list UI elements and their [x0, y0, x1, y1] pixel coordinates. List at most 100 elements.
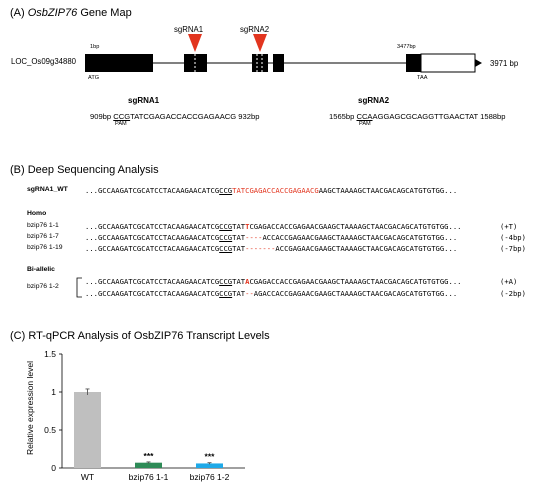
seq-pre: ...GCCAAGATCGCATCCTACAAGAACATCG	[85, 244, 220, 253]
start-codon-label: ATG	[88, 75, 100, 81]
seq-post: ACCGAGAACGAAGCTAAAAGCTAACGACAGCATGTGTGG.…	[275, 244, 458, 253]
panel-c-title: (C) RT-qPCR Analysis of OsbZIP76 Transcr…	[10, 330, 270, 342]
homo-group-label: Homo	[27, 210, 47, 217]
effect-row-3: (-7bp)	[500, 244, 526, 253]
x-tick-label: bzip76 1-1	[129, 472, 169, 482]
sgrna2-arrow	[253, 34, 267, 52]
seq-mutation: T	[245, 222, 250, 231]
sgrna1-seq: TATCGAGACCACCGAGAACG	[130, 112, 237, 121]
panel-b-title-text: Deep Sequencing Analysis	[27, 164, 159, 176]
sgrna1-arrow	[188, 34, 202, 52]
effect-row-5: (-2bp)	[500, 289, 526, 298]
seq-mid: TAT	[232, 289, 246, 298]
sgrna2-sequence-line: 1565bp CCAAGGAGCGCAGGTTGAACTAT 1588bp	[329, 112, 505, 121]
start-position-label: 1bp	[90, 44, 100, 50]
bar-WT	[74, 392, 101, 468]
sequence-row-1: ...GCCAAGATCGCATCCTACAAGAACATCGCCGTATTCG…	[85, 222, 462, 231]
row-label-4: bzip76 1-2	[27, 283, 59, 290]
exon-4	[273, 54, 284, 72]
utr-3prime	[420, 53, 476, 73]
sgrna2-seq: AGGAGCGCAGGTTGAACTAT	[372, 112, 478, 121]
seq-post: ACCACCGAGAACGAAGCTAAAAGCTAACGACAGCATGTGT…	[262, 233, 458, 242]
panel-c-letter: (C)	[10, 330, 26, 342]
y-tick-label: 1	[51, 387, 56, 397]
y-tick-label: 0.5	[44, 425, 56, 435]
wt-sequence: ...GCCAAGATCGCATCCTACAAGAACATCGCCGTATCGA…	[85, 186, 457, 195]
sequence-row-5: ...GCCAAGATCGCATCCTACAAGAACATCGCCGTAT--A…	[85, 289, 457, 298]
x-tick-label: bzip76 1-2	[190, 472, 230, 482]
bar-bzip76-1-1	[135, 462, 162, 468]
panel-b-letter: (B)	[10, 164, 25, 176]
seq-pre: ...GCCAAGATCGCATCCTACAAGAACATCG	[85, 233, 220, 242]
seq-post: AGACCACCGAGAACGAAGCTAAAAGCTAACGACAGCATGT…	[253, 289, 458, 298]
wt-row-label: sgRNA1_WT	[27, 186, 68, 193]
panel-c-title-text: RT-qPCR Analysis of OsbZIP76 Transcript …	[28, 330, 270, 342]
sequence-row-3: ...GCCAAGATCGCATCCTACAAGAACATCGCCGTAT---…	[85, 244, 457, 253]
x-tick-label: WT	[81, 472, 94, 482]
seq-mid: TAT	[232, 233, 246, 242]
gene-length-label: 3971 bp	[490, 59, 519, 68]
sgrna1-start: 909bp	[90, 112, 112, 121]
biallelic-group-label: Bi-allelic	[27, 266, 55, 273]
wt-seq-target: TATCGAGACCACCGAGAACG	[232, 186, 319, 195]
sequence-row-4: ...GCCAAGATCGCATCCTACAAGAACATCGCCGTATACG…	[85, 277, 462, 286]
sgrna1-title: sgRNA1	[128, 96, 160, 105]
sgrna2-map-label: sgRNA2	[240, 25, 270, 34]
sgrna1-pam-label: PAM	[115, 121, 127, 127]
panel-a-title: (A) OsbZIP76 Gene Map	[10, 7, 132, 19]
exon-5	[406, 54, 421, 72]
seq-mutation: -------	[245, 244, 276, 253]
wt-seq-pre: ...GCCAAGATCGCATCCTACAAGAACATCG	[85, 186, 220, 195]
sgrna1-sequence-line: 909bp CCGTATCGAGACCACCGAGAACG 932bp	[90, 112, 259, 121]
biallelic-bracket	[76, 277, 82, 298]
seq-pre: ...GCCAAGATCGCATCCTACAAGAACATCG	[85, 289, 220, 298]
stop-codon-label: TAA	[417, 75, 428, 81]
effect-row-4: (+A)	[500, 277, 518, 286]
sgrna2-start: 1565bp	[329, 112, 355, 121]
seq-mid: TAT	[232, 244, 246, 253]
row-label-1: bzip76 1-1	[27, 222, 59, 229]
seq-pam: CCG	[219, 222, 233, 231]
seq-pam: CCG	[219, 289, 233, 298]
seq-pam: CCG	[219, 244, 233, 253]
effect-row-1: (+T)	[500, 222, 518, 231]
panel-a-gene-name: OsbZIP76	[27, 7, 78, 19]
seq-mid: TAT	[232, 277, 246, 286]
panel-b-title: (B) Deep Sequencing Analysis	[10, 164, 159, 176]
gene-direction-arrowhead	[475, 59, 482, 67]
sequence-row-2: ...GCCAAGATCGCATCCTACAAGAACATCGCCGTAT---…	[85, 233, 457, 242]
seq-post: CGAGACCACCGAGAACGAAGCTAAAAGCTAACGACAGCAT…	[249, 222, 462, 231]
y-axis-label: Relative expression level	[25, 361, 35, 455]
sgrna1-end: 932bp	[238, 112, 260, 121]
seq-pre: ...GCCAAGATCGCATCCTACAAGAACATCG	[85, 277, 220, 286]
sgrna2-pam-label: PAM	[359, 121, 371, 127]
sgrna1-map-label: sgRNA1	[174, 25, 204, 34]
expression-bar-chart: Relative expression level 0 0.5 1 1.5WT bzip…	[25, 349, 245, 482]
seq-post: CGAGACCACCGAGAACGAAGCTAAAAGCTAACGACAGCAT…	[249, 277, 462, 286]
effect-row-2: (-4bp)	[500, 233, 526, 242]
sgrna2-title: sgRNA2	[358, 96, 390, 105]
row-label-3: bzip76 1-19	[27, 244, 63, 251]
sgrna2-end: 1588bp	[480, 112, 506, 121]
seq-pre: ...GCCAAGATCGCATCCTACAAGAACATCG	[85, 222, 220, 231]
gene-map	[85, 34, 482, 73]
row-label-2: bzip76 1-7	[27, 233, 59, 240]
sgrna1-pam: CCG	[113, 112, 131, 121]
seq-pam: CCG	[219, 233, 233, 242]
wt-seq-post: AAGCTAAAAGCTAACGACAGCATGTGTGG...	[318, 186, 458, 195]
sgrna2-pam: CCA	[356, 112, 373, 121]
y-tick-label: 0	[51, 463, 56, 473]
exon-1	[85, 54, 153, 72]
seq-mid: TAT	[232, 222, 246, 231]
end-position-label: 3477bp	[397, 44, 416, 50]
significance-marker: ***	[205, 452, 216, 462]
seq-mutation: A	[245, 277, 250, 286]
significance-marker: ***	[144, 451, 155, 461]
seq-mutation: ----	[245, 233, 263, 242]
y-tick-label: 1.5	[44, 349, 56, 359]
locus-label: LOC_Os09g34880	[11, 57, 77, 66]
bar-bzip76-1-2	[196, 463, 223, 468]
wt-seq-pam: CCG	[219, 186, 233, 195]
exon-3	[252, 54, 268, 72]
panel-a-letter: (A)	[10, 7, 25, 19]
